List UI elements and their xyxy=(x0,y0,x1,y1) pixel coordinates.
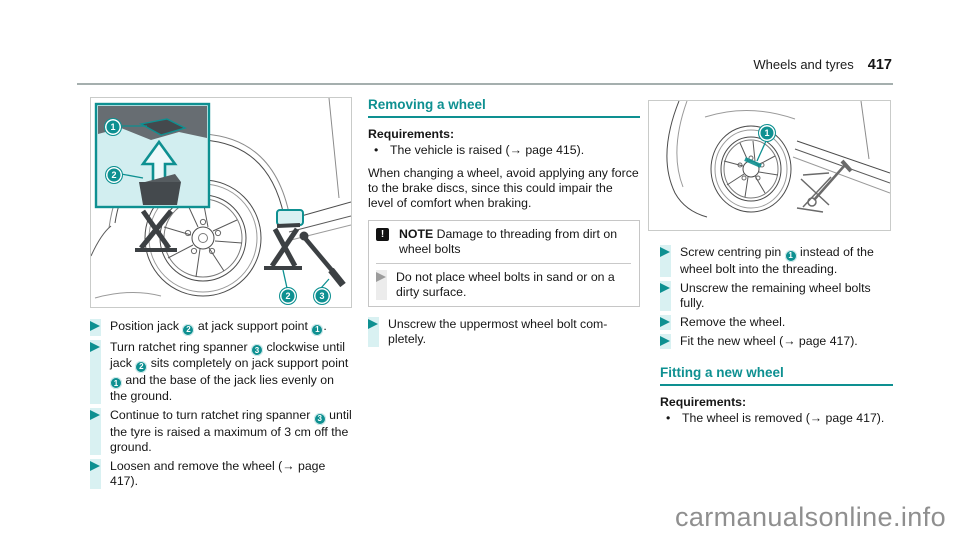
dot-bullet-icon: • xyxy=(374,143,379,157)
note-title: NOTE Damage to threading from dirt on wh… xyxy=(399,227,618,256)
exclamation-icon: ! xyxy=(376,228,389,241)
section-heading-removing-a-wheel: Removing a wheel xyxy=(368,97,640,118)
step-arrow-icon xyxy=(660,314,671,330)
requirements-list: • The wheel is removed (→ page 417). xyxy=(660,411,893,426)
inline-callout: 1 xyxy=(311,323,324,336)
requirement-item: • The vehicle is raised (→ page 415). xyxy=(368,143,640,158)
inline-callout: 3 xyxy=(313,412,326,425)
figure-callout-number: 3 xyxy=(319,290,325,301)
inline-callout: 2 xyxy=(182,323,195,336)
centring-pin-steps-list: Screw centring pin 1 instead of the whee… xyxy=(660,245,893,349)
instruction-step: Loosen and remove the wheel (→ page 417)… xyxy=(90,458,353,489)
instruction-step: Screw centring pin 1 instead of the whee… xyxy=(660,245,893,277)
figure-callout-1: 1 xyxy=(104,118,122,136)
section-heading-fitting-a-new-wheel: Fitting a new wheel xyxy=(660,365,893,386)
step-text: Do not place wheel bolts in sand or on a… xyxy=(396,270,615,299)
step-arrow-icon xyxy=(90,408,101,455)
step-arrow-icon xyxy=(376,270,387,300)
step-text: Fit the new wheel (→ page 417). xyxy=(680,333,858,348)
inline-callout: 1 xyxy=(784,249,797,262)
requirement-text: The wheel is removed (→ page 417). xyxy=(682,410,885,425)
instruction-step: Unscrew the remaining wheel bolts fully. xyxy=(660,280,893,311)
step-text: Position jack 2 at jack support point 1. xyxy=(110,319,327,336)
instruction-step: Turn ratchet ring spanner 3 clockwise un… xyxy=(90,339,353,404)
centring-pin-figure: 1 xyxy=(648,100,891,231)
figure-callout-number: 2 xyxy=(111,169,117,180)
step-arrow-icon xyxy=(660,333,671,349)
dot-bullet-icon: • xyxy=(666,410,671,425)
step-text: Unscrew the uppermost wheel bolt com­ple… xyxy=(388,317,608,346)
requirement-item: • The wheel is removed (→ page 417). xyxy=(660,411,893,426)
figure-callout-number: 2 xyxy=(285,290,291,301)
step-arrow-icon xyxy=(90,458,101,489)
step-text: Continue to turn ratchet ring spanner 3 … xyxy=(110,408,352,454)
figure-callout-number: 1 xyxy=(764,127,770,138)
inline-callout: 2 xyxy=(135,360,148,373)
instruction-step: Fit the new wheel (→ page 417). xyxy=(660,333,893,349)
brake-disc-paragraph: When changing a wheel, avoid applying an… xyxy=(368,166,639,210)
figure-callout-3: 3 xyxy=(313,287,331,305)
step-text: Loosen and remove the wheel (→ page 417)… xyxy=(110,458,326,488)
figure-callout-number: 1 xyxy=(110,121,116,132)
support-point-highlight xyxy=(276,209,304,226)
page-header: Wheels and tyres 417 xyxy=(753,57,892,73)
step-text: Unscrew the remaining wheel bolts fully. xyxy=(680,280,871,310)
instruction-step: Do not place wheel bolts in sand or on a… xyxy=(376,270,631,300)
note-box: ! NOTE Damage to threading from dirt on … xyxy=(368,220,640,307)
page-number: 417 xyxy=(867,57,892,73)
removing-steps-list: Unscrew the uppermost wheel bolt com­ple… xyxy=(368,317,640,347)
right-column: 1 Screw centring pin 1 instead of the wh… xyxy=(648,100,893,434)
requirements-label: Requirements: xyxy=(660,394,747,409)
step-arrow-icon xyxy=(368,317,379,347)
centring-pin-drawing xyxy=(666,101,890,218)
step-arrow-icon xyxy=(660,245,671,277)
watermark: carmanualsonline.info xyxy=(674,502,946,532)
instruction-step: Position jack 2 at jack support point 1. xyxy=(90,319,353,336)
figure-callout-1: 1 xyxy=(758,124,776,142)
note-header: ! NOTE Damage to threading from dirt on … xyxy=(376,227,631,257)
figure-callout-2b: 2 xyxy=(279,287,297,305)
jack-positioning-figure: 1 2 2 3 xyxy=(90,97,352,308)
requirements-list: • The vehicle is raised (→ page 415). xyxy=(368,143,640,158)
left-column: 1 2 2 3 Position jack 2 at jack support … xyxy=(90,97,353,493)
note-instructions: Do not place wheel bolts in sand or on a… xyxy=(376,270,631,300)
instruction-step: Continue to turn ratchet ring spanner 3 … xyxy=(90,408,353,455)
figure-callout-2: 2 xyxy=(105,166,123,184)
header-rule xyxy=(77,83,893,85)
inset-detail xyxy=(94,102,211,209)
step-arrow-icon xyxy=(660,280,671,311)
chapter-title: Wheels and tyres xyxy=(753,57,854,72)
step-text: Turn ratchet ring spanner 3 clockwise un… xyxy=(110,339,349,403)
instruction-step: Remove the wheel. xyxy=(660,314,893,330)
inline-callout: 1 xyxy=(110,377,122,389)
jack-steps-list: Position jack 2 at jack support point 1.… xyxy=(90,319,353,489)
inline-callout: 3 xyxy=(251,344,264,356)
middle-column: Removing a wheel Requirements: • The vehi… xyxy=(368,97,640,351)
instruction-step: Unscrew the uppermost wheel bolt com­ple… xyxy=(368,317,640,347)
step-text: Screw centring pin 1 instead of the whee… xyxy=(680,245,874,276)
requirements-label: Requirements: xyxy=(368,127,455,141)
jack-positioning-drawing xyxy=(91,98,351,299)
step-text: Remove the wheel. xyxy=(680,314,786,329)
step-arrow-icon xyxy=(90,339,101,404)
step-arrow-icon xyxy=(90,319,101,336)
requirement-text: The vehicle is raised (→ page 415). xyxy=(390,143,585,157)
note-divider xyxy=(376,263,631,264)
